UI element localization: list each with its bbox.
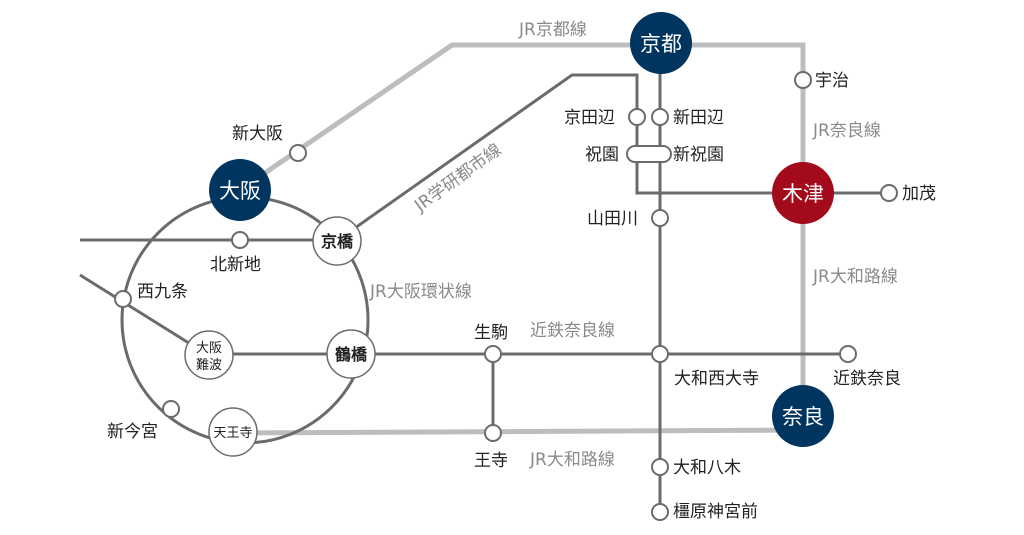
station-shin-osaka-marker[interactable] — [289, 144, 307, 162]
line-label-jr-yamatoji-north: JR大和路線 — [812, 267, 898, 287]
station-tsuruhashi-label: 鶴橋 — [335, 345, 368, 364]
hosono-transfer-connector — [626, 145, 672, 163]
nishikujo-namba-line — [79, 273, 209, 357]
jr-kyoto-line — [238, 42, 806, 410]
station-kyotanabe-label: 京田辺 — [564, 108, 615, 128]
jr-yamatoji-line — [237, 427, 806, 436]
station-yamadagawa-marker[interactable] — [651, 209, 669, 227]
line-label-jr-nara: JR奈良線 — [812, 121, 881, 141]
station-tennoji-label: 天王寺 — [213, 426, 252, 441]
station-kyoto-marker[interactable] — [630, 12, 692, 74]
station-oji-marker[interactable] — [484, 424, 502, 442]
station-kizu-label: 木津 — [782, 182, 824, 206]
station-shintanabe-label: 新田辺 — [673, 108, 724, 128]
line-label-jr-kyoto: JR京都線 — [518, 20, 587, 40]
line-label-jr-osaka-loop: JR大阪環状線 — [369, 282, 472, 302]
station-kashihara-jingu-mae-label: 橿原神宮前 — [673, 502, 758, 522]
station-shin-osaka-label: 新大阪 — [232, 124, 283, 144]
station-yamato-yagi-label: 大和八木 — [673, 458, 741, 478]
station-shin-hosono-label: 新祝園 — [673, 145, 724, 165]
station-tsuruhashi-marker[interactable] — [326, 329, 376, 379]
station-kamo-marker[interactable] — [880, 184, 898, 202]
station-shin-imamiya-marker[interactable] — [162, 400, 180, 418]
station-nishikujo-label: 西九条 — [137, 282, 188, 302]
station-yamato-saidaiji-marker[interactable] — [651, 345, 669, 363]
station-kintetsu-nara-marker[interactable] — [839, 345, 857, 363]
station-nara-label: 奈良 — [782, 405, 824, 429]
station-osaka-namba-label-1: 大阪 — [196, 341, 222, 356]
line-label-jr-yamatoji-south: JR大和路線 — [529, 450, 615, 470]
station-yamadagawa-label: 山田川 — [587, 209, 638, 229]
station-kyotanabe-marker[interactable] — [628, 108, 646, 126]
station-hosono-label: 祝園 — [585, 145, 619, 165]
station-yamato-yagi-marker[interactable] — [651, 458, 669, 476]
station-kamo-label: 加茂 — [902, 184, 936, 204]
station-ikoma-label: 生駒 — [474, 323, 508, 343]
station-osaka-namba-marker[interactable] — [184, 330, 234, 380]
station-kitashinchi-label: 北新地 — [210, 255, 261, 275]
station-kyoto-label: 京都 — [640, 32, 682, 56]
station-ikoma-marker[interactable] — [484, 345, 502, 363]
station-kashihara-jingu-mae-marker[interactable] — [651, 503, 669, 521]
station-osaka-label: 大阪 — [219, 179, 261, 203]
station-uji-marker[interactable] — [794, 71, 812, 89]
station-oji-label: 王寺 — [474, 451, 508, 471]
station-kyobashi-label: 京橋 — [321, 232, 354, 251]
station-shin-imamiya-label: 新今宮 — [107, 422, 158, 442]
station-tennoji-marker[interactable] — [208, 407, 258, 457]
station-kizu-marker[interactable] — [772, 162, 834, 224]
station-osaka-marker[interactable] — [209, 159, 271, 221]
station-yamato-saidaiji-label: 大和西大寺 — [674, 369, 759, 389]
station-nishikujo-marker[interactable] — [114, 290, 132, 308]
line-label-kintetsu-nara: 近鉄奈良線 — [530, 321, 615, 341]
station-kintetsu-nara-label: 近鉄奈良 — [833, 369, 901, 389]
station-kitashinchi-marker[interactable] — [231, 231, 249, 249]
station-nara-marker[interactable] — [772, 385, 834, 447]
station-osaka-namba-label-2: 難波 — [196, 358, 222, 373]
station-uji-label: 宇治 — [815, 71, 849, 91]
station-shintanabe-marker[interactable] — [651, 108, 669, 126]
station-kyobashi-marker[interactable] — [312, 216, 362, 266]
